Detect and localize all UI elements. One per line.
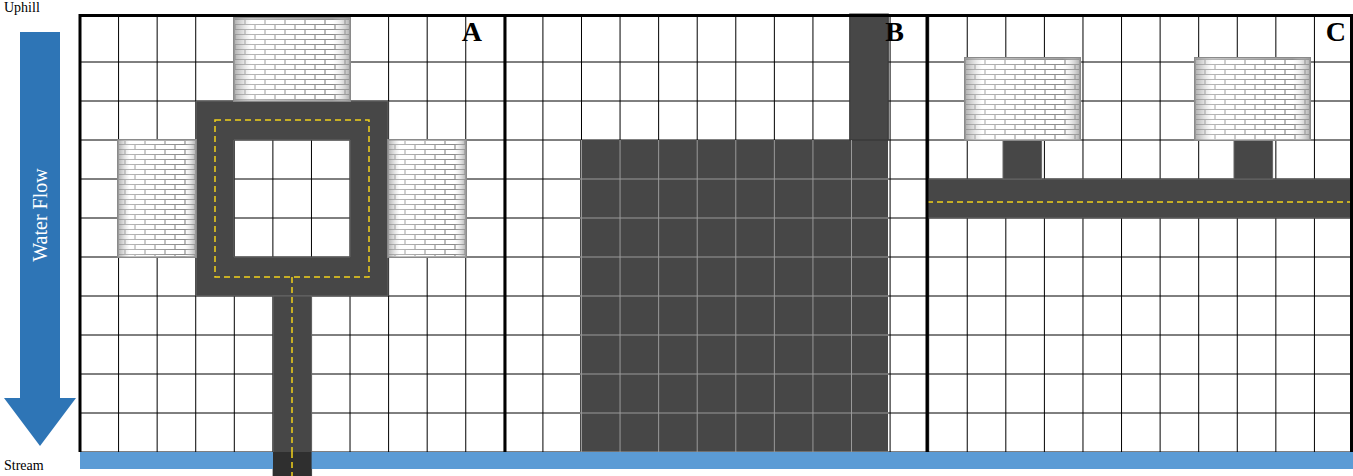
panel-borders	[80, 14, 1352, 452]
grid-line	[774, 14, 775, 452]
grid-line	[542, 14, 543, 452]
road	[273, 452, 312, 476]
grid-line	[580, 296, 888, 297]
panel-letter: B	[885, 18, 904, 46]
buildings	[118, 18, 1310, 257]
road	[850, 14, 889, 140]
road	[927, 179, 1353, 218]
center-line	[215, 120, 369, 476]
grid-line	[890, 14, 891, 452]
grid-line	[580, 257, 888, 258]
grid-line	[735, 14, 736, 452]
direction-label: Uphill	[4, 1, 40, 15]
stream	[80, 452, 1353, 469]
direction-label: Stream	[4, 459, 44, 473]
grid-line	[580, 374, 888, 375]
driveway	[1003, 140, 1042, 179]
flow-label: Water Flow	[30, 168, 50, 261]
grid-line	[580, 335, 888, 336]
grid-line	[80, 335, 1353, 336]
grid-line	[620, 14, 621, 452]
driveway	[1234, 140, 1273, 179]
grid-line	[580, 413, 888, 414]
grid-line	[697, 14, 698, 452]
grid-line	[812, 14, 813, 452]
paved-lot	[580, 140, 888, 452]
grid-line	[1082, 14, 1083, 452]
grid-line	[658, 14, 659, 452]
flow-arrow	[4, 32, 76, 446]
lot-grid	[580, 140, 888, 452]
grid-line	[581, 14, 582, 452]
grid-line	[1160, 14, 1161, 452]
panel-letter: C	[1326, 18, 1346, 46]
grid-line	[580, 179, 888, 180]
center-line	[927, 201, 1353, 203]
loop-road	[196, 101, 388, 296]
grid-line	[80, 374, 1353, 375]
grid-line	[1314, 14, 1315, 452]
panel-letter: A	[462, 18, 482, 46]
grid-lines	[80, 14, 1353, 452]
grid-line	[580, 218, 888, 219]
grid-line	[80, 413, 1353, 414]
grid-line	[1121, 14, 1122, 452]
